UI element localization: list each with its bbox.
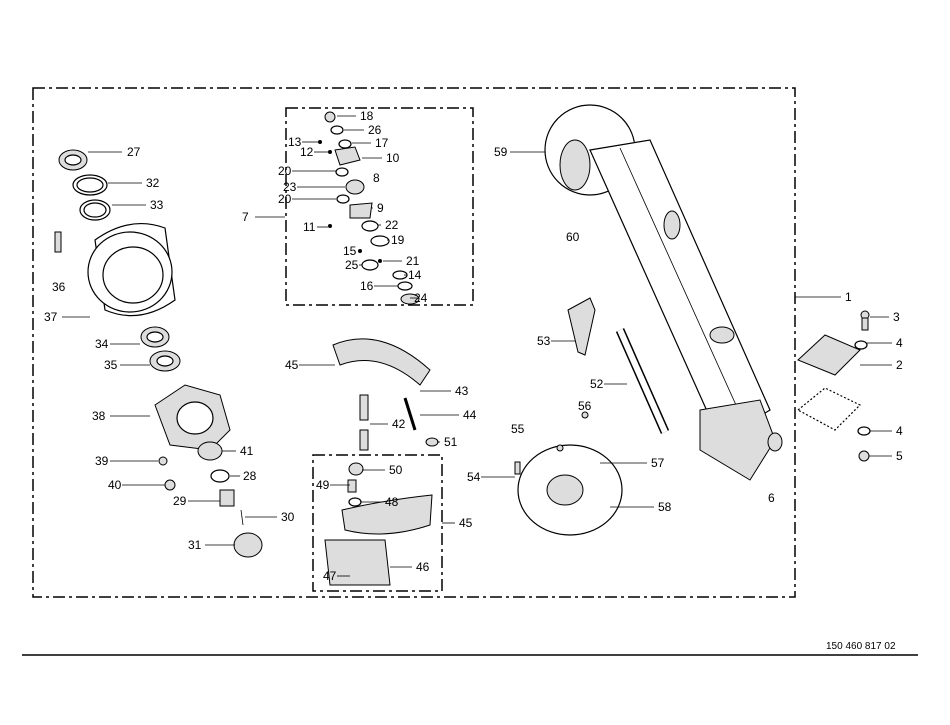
brake-shoe-subassembly-frame bbox=[312, 454, 443, 592]
part-number-label: 32 bbox=[146, 176, 160, 190]
brake-drum-parts bbox=[54, 149, 263, 558]
part-number-label: 29 bbox=[173, 494, 187, 508]
part-number-label: 33 bbox=[150, 198, 164, 212]
part-number-label: 54 bbox=[467, 470, 481, 484]
part-number-label: 4 bbox=[896, 336, 903, 350]
part-number-label: 46 bbox=[416, 560, 430, 574]
part-number-label: 4 bbox=[896, 424, 903, 438]
part-number-label: 38 bbox=[92, 409, 106, 423]
part-number-label: 52 bbox=[590, 377, 604, 391]
part-number-label: 31 bbox=[188, 538, 202, 552]
part-number-label: 23 bbox=[283, 180, 297, 194]
hub-cap-subassembly-frame bbox=[285, 107, 474, 306]
part-number-label: 39 bbox=[95, 454, 109, 468]
part-number-label: 56 bbox=[578, 399, 592, 413]
part-number-label: 5 bbox=[896, 449, 903, 463]
part-number-label: 17 bbox=[375, 136, 389, 150]
part-number-label: 24 bbox=[414, 291, 428, 305]
part-number-label: 20 bbox=[278, 164, 292, 178]
part-number-label: 27 bbox=[127, 145, 141, 159]
part-number-label: 25 bbox=[345, 258, 359, 272]
part-number-label: 45 bbox=[459, 516, 473, 530]
part-number-label: 20 bbox=[278, 192, 292, 206]
part-number-label: 37 bbox=[44, 310, 58, 324]
part-number-label: 50 bbox=[389, 463, 403, 477]
part-number-label: 41 bbox=[240, 444, 254, 458]
part-number-label: 14 bbox=[408, 268, 422, 282]
part-number-label: 18 bbox=[360, 109, 374, 123]
part-number-label: 21 bbox=[406, 254, 420, 268]
part-number-label: 57 bbox=[651, 456, 665, 470]
part-number-label: 36 bbox=[52, 280, 66, 294]
assembly-frame bbox=[32, 87, 796, 598]
part-number-label: 7 bbox=[242, 210, 249, 224]
part-number-label: 34 bbox=[95, 337, 109, 351]
part-number-label: 6 bbox=[768, 491, 775, 505]
part-number-label: 12 bbox=[300, 145, 314, 159]
hub-cap-parts bbox=[318, 111, 420, 305]
part-number-label: 35 bbox=[104, 358, 118, 372]
part-number-label: 51 bbox=[444, 435, 458, 449]
part-number-label: 58 bbox=[658, 500, 672, 514]
part-number-label: 60 bbox=[566, 230, 580, 244]
part-number-label: 45 bbox=[285, 358, 299, 372]
part-number-label: 53 bbox=[537, 334, 551, 348]
part-number-label: 44 bbox=[463, 408, 477, 422]
part-number-label: 47 bbox=[323, 569, 337, 583]
part-number-label: 28 bbox=[243, 469, 257, 483]
part-number-label: 49 bbox=[316, 478, 330, 492]
part-number-label: 13 bbox=[288, 135, 302, 149]
part-number-label: 1 bbox=[845, 290, 852, 304]
part-number-label: 10 bbox=[386, 151, 400, 165]
part-number-label: 2 bbox=[896, 358, 903, 372]
part-number-label: 15 bbox=[343, 244, 357, 258]
part-number-label: 11 bbox=[303, 220, 316, 234]
part-number-label: 8 bbox=[373, 171, 380, 185]
part-number-label: 30 bbox=[281, 510, 295, 524]
document-number: 150 460 817 02 bbox=[826, 641, 896, 652]
part-number-label: 3 bbox=[893, 310, 900, 324]
part-number-label: 43 bbox=[455, 384, 469, 398]
axle-beam-parts bbox=[514, 104, 871, 536]
part-number-label: 19 bbox=[391, 233, 405, 247]
part-number-label: 48 bbox=[385, 495, 399, 509]
part-number-label: 26 bbox=[368, 123, 382, 137]
brake-shoe-parts bbox=[324, 338, 439, 586]
part-number-label: 22 bbox=[385, 218, 399, 232]
part-number-label: 9 bbox=[377, 201, 384, 215]
part-number-label: 40 bbox=[108, 478, 122, 492]
part-number-label: 55 bbox=[511, 422, 525, 436]
part-number-label: 42 bbox=[392, 417, 406, 431]
part-number-label: 16 bbox=[360, 279, 374, 293]
part-number-label: 59 bbox=[494, 145, 508, 159]
